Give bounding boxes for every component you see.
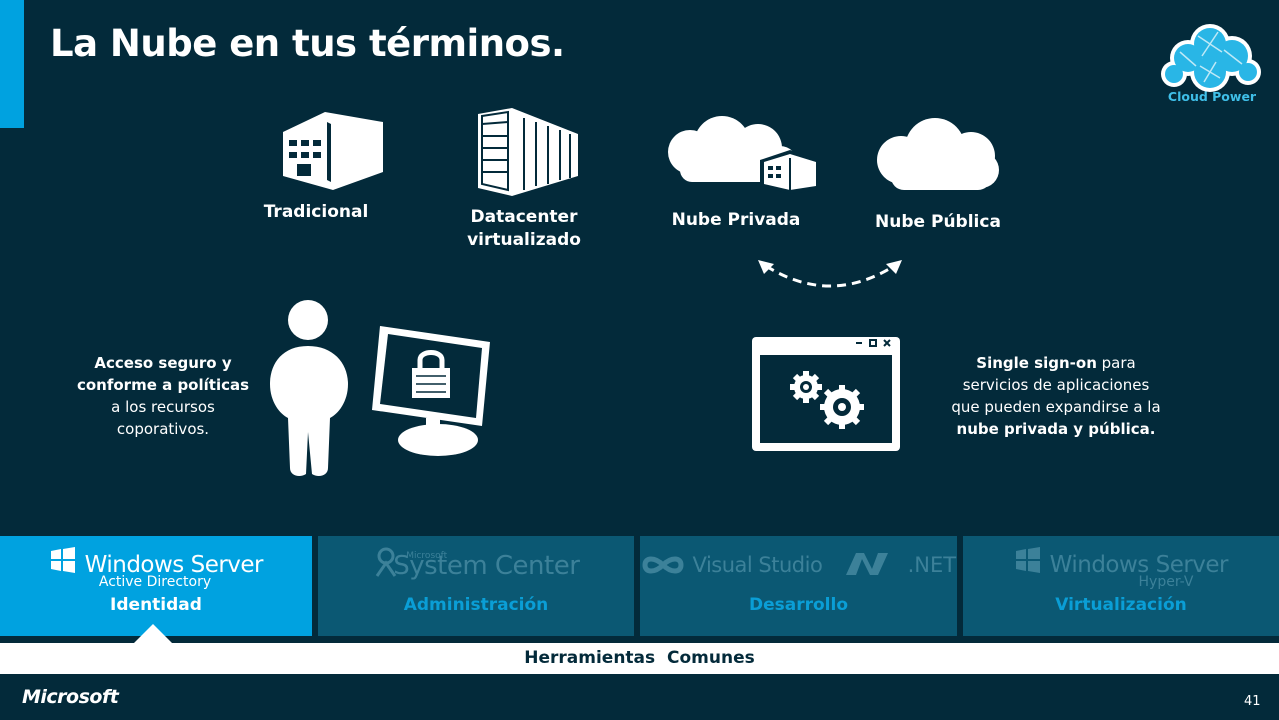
accent-bar [0, 0, 24, 128]
model-datacenter-label: Datacenter virtualizado [454, 206, 594, 252]
cloud-power-logo-icon [1161, 24, 1261, 92]
building-icon [279, 112, 383, 192]
secure-access-line4: coporativos. [116, 420, 210, 438]
tile-desarrollo[interactable]: Visual Studio .NET Desarrollo [640, 536, 957, 636]
system-center-icon [375, 547, 396, 577]
datacenter-icon [478, 108, 578, 196]
cloud-power-label: Cloud Power [1167, 89, 1257, 104]
windows-server-ad-logo: Windows Server Active Directory [0, 546, 312, 590]
tile-identidad[interactable]: Windows Server Active Directory Identida… [0, 536, 312, 636]
slide-title: La Nube en tus términos. [50, 22, 565, 65]
tile-virtualizacion-label: Virtualización [1055, 595, 1187, 615]
sso-bold1: Single sign-on [976, 354, 1097, 372]
microsoft-logo: Microsoft [22, 686, 119, 708]
common-tools-bar: Herramientas Comunes [0, 643, 1279, 674]
locked-monitor-icon [372, 326, 490, 456]
sso-line3: que pueden expandirse a la [951, 398, 1161, 416]
datacenter-label-line2: virtualizado [467, 230, 581, 250]
common-tools-label: Herramientas Comunes [524, 648, 755, 668]
model-private-cloud-label: Nube Privada [671, 210, 801, 230]
secure-access-text: Acceso seguro y conforme a políticas a l… [60, 352, 266, 440]
model-public-cloud-label: Nube Pública [875, 212, 1001, 232]
model-tradicional-label: Tradicional [263, 202, 369, 222]
public-cloud-icon [877, 118, 999, 190]
app-gears-icon [752, 337, 900, 451]
sso-line1-rest: para [1096, 354, 1136, 372]
tile-desarrollo-label: Desarrollo [748, 595, 848, 615]
windows-flag-icon [50, 547, 75, 573]
dotnet-icon [845, 553, 888, 575]
hyperv-text: Hyper-V [1138, 574, 1194, 590]
sso-text: Single sign-on para servicios de aplicac… [928, 352, 1184, 440]
windows-server-hyperv-logo: Windows Server Hyper-V [963, 546, 1279, 590]
secure-access-bold2: conforme a políticas [76, 376, 250, 394]
tile-virtualizacion[interactable]: Windows Server Hyper-V Virtualización [963, 536, 1279, 636]
secure-access-bold1: Acceso seguro y [94, 354, 232, 372]
windows-server-hyperv-text: Windows Server [1049, 552, 1229, 578]
sso-line2: servicios de aplicaciones [962, 376, 1150, 394]
active-tile-pointer [133, 624, 173, 644]
tile-administracion-label: Administración [403, 595, 549, 615]
tile-administracion[interactable]: MicrosoftSystem Center Administración [318, 536, 634, 636]
system-center-small-text: Microsoft [406, 551, 448, 561]
bidirectional-arrow-icon [758, 260, 902, 288]
system-center-text: System Center [393, 551, 580, 581]
active-directory-text: Active Directory [98, 574, 212, 590]
secure-access-line3: a los recursos [111, 398, 215, 416]
tile-identidad-label: Identidad [110, 595, 202, 615]
visual-studio-net-logo: Visual Studio .NET [640, 550, 957, 578]
sso-bold4: nube privada y pública. [956, 420, 1156, 438]
private-cloud-icon [668, 116, 820, 194]
datacenter-label-line1: Datacenter [470, 207, 578, 227]
windows-server-text: Windows Server [84, 552, 264, 578]
page-number: 41 [1244, 694, 1261, 709]
system-center-logo: MicrosoftSystem Center [318, 546, 634, 581]
dotnet-text: .NET [907, 553, 957, 577]
visual-studio-icon [642, 556, 684, 574]
person-icon [270, 300, 348, 476]
visual-studio-text: Visual Studio [692, 553, 823, 577]
windows-flag-icon [1015, 547, 1040, 573]
